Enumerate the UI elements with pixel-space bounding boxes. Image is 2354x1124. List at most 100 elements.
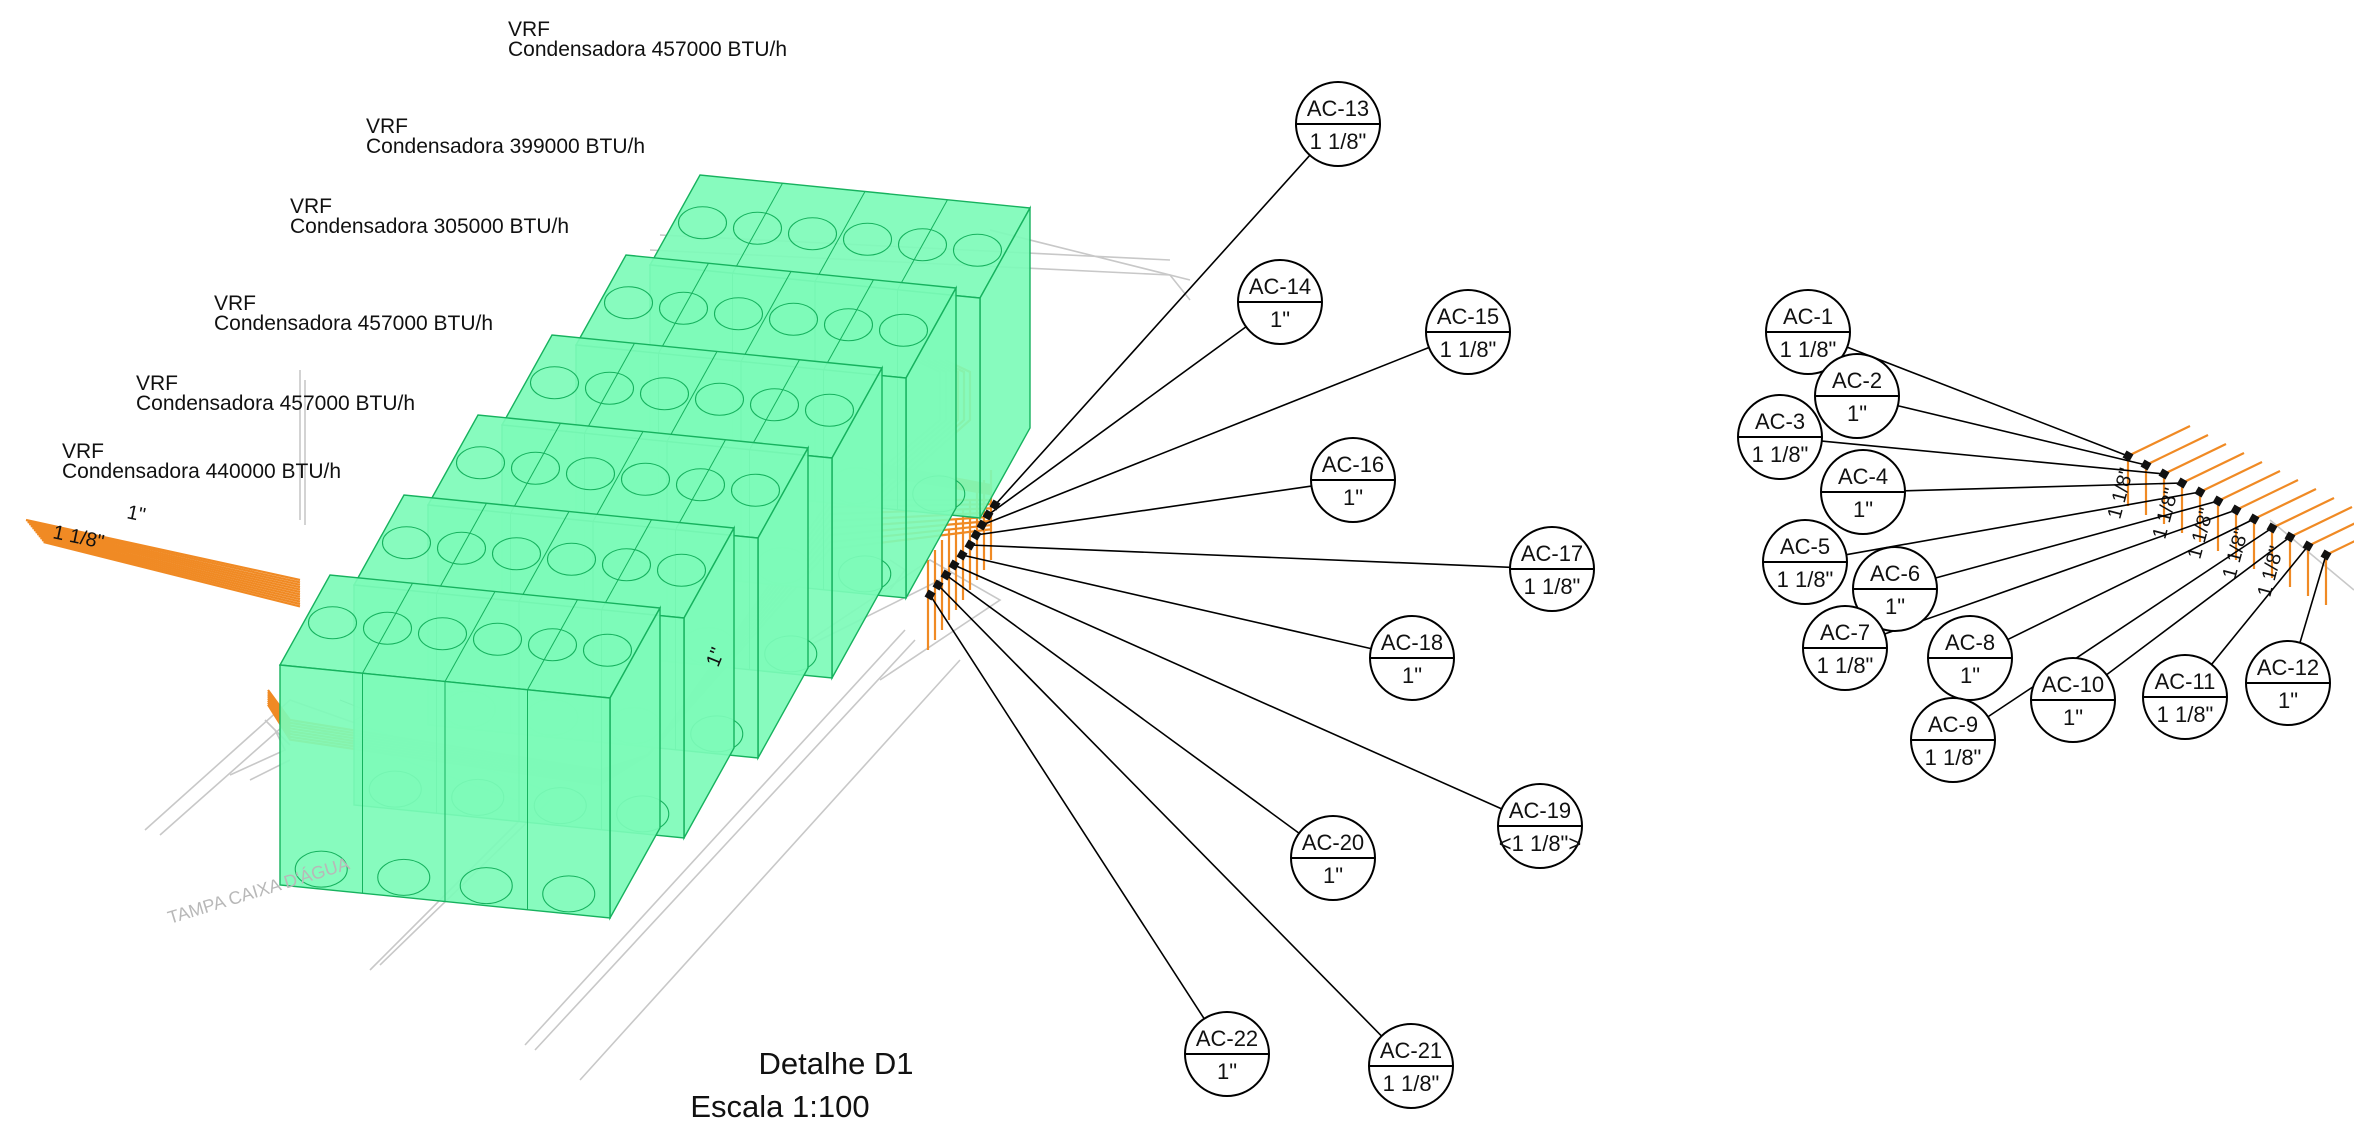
tag-id: AC-11	[2155, 669, 2216, 694]
tag-id: AC-17	[1521, 541, 1583, 566]
tag-pipe-size: 1"	[1402, 663, 1422, 688]
equipment-tag[interactable]: AC-10 1"	[2030, 657, 2116, 743]
tag-id: AC-22	[1196, 1026, 1258, 1051]
equipment-tag[interactable]: AC-71 1/8"	[1802, 605, 1888, 691]
tag-pipe-size: 1"	[1853, 497, 1873, 522]
equipment-tag[interactable]: AC-13 1 1/8"	[1295, 81, 1381, 167]
condenser-unit	[278, 574, 662, 921]
equipment-tag[interactable]: AC-121"	[2245, 640, 2331, 726]
tag-id: AC-7	[1820, 620, 1870, 645]
tag-leader-line	[1846, 346, 2129, 457]
tag-pipe-size: <1 1/8">	[1499, 831, 1581, 856]
equipment-tag[interactable]: AC-151 1/8"	[1425, 289, 1511, 375]
pipe-junction-marker	[2302, 540, 2314, 552]
tag-pipe-size: 1"	[1270, 307, 1290, 332]
tag-id: AC-20	[1302, 830, 1364, 855]
detail-scale: Escala 1:100	[690, 1089, 869, 1124]
pipe-junction-marker	[982, 509, 994, 521]
pipe-junction-marker	[2266, 522, 2278, 534]
tag-pipe-size: 1 1/8"	[1310, 129, 1367, 154]
tag-pipe-size: 1 1/8"	[1752, 442, 1809, 467]
tag-leader-line	[994, 154, 1311, 506]
tag-id: AC-14	[1249, 274, 1311, 299]
pipe-junction-marker	[956, 549, 968, 561]
equipment-tag[interactable]: AC-19 <1 1/8">	[1497, 783, 1583, 869]
pipe-junctions	[924, 450, 2332, 601]
equipment-tag[interactable]: AC-18 1"	[1369, 615, 1455, 701]
condenser-labels: VRF Condensadora 457000 BTU/h VRF Conden…	[62, 18, 787, 483]
condenser-label-capacity: Condensadora 457000 BTU/h	[136, 392, 415, 415]
equipment-tag[interactable]: AC-221"	[1184, 1011, 1270, 1097]
tag-leader-line	[1884, 509, 2237, 635]
pipe-junction-marker	[924, 589, 936, 601]
tag-pipe-size: 1"	[2063, 705, 2083, 730]
equipment-tag[interactable]: AC-14 1"	[1237, 259, 1323, 345]
tag-leader-line	[1935, 500, 2219, 579]
pipe-junction-marker	[970, 529, 982, 541]
equipment-tags: AC-131 1/8"AC-141"AC-151 1/8"AC-161"AC-1…	[1184, 81, 2331, 1109]
equipment-tag[interactable]: AC-20 1"	[1290, 815, 1376, 901]
pipe-junction-marker	[989, 499, 1001, 511]
condenser-label-capacity: Condensadora 399000 BTU/h	[366, 135, 645, 158]
tag-id: AC-21	[1380, 1038, 1442, 1063]
pipe-junction-marker	[2194, 486, 2206, 498]
condenser-label-type: VRF	[366, 115, 408, 138]
tag-pipe-size: 1 1/8"	[1780, 337, 1837, 362]
tag-leader-line	[929, 594, 1205, 1020]
tag-pipe-size: 1 1/8"	[1524, 574, 1581, 599]
equipment-tag[interactable]: AC-1 1 1/8"	[1765, 289, 1851, 375]
tag-leader-line	[1897, 404, 2147, 466]
pipe-label-inlet-a: 1"	[125, 501, 147, 526]
tag-leaders	[929, 154, 2327, 1037]
condenser-label-type: VRF	[62, 440, 104, 463]
tag-id: AC-1	[1783, 304, 1833, 329]
tag-id: AC-2	[1832, 368, 1882, 393]
equipment-tag[interactable]: AC-61"	[1852, 546, 1938, 632]
pipe-junction-marker	[940, 569, 952, 581]
pipe-label-right-1: 1 1/8"	[2104, 466, 2139, 522]
tag-id: AC-18	[1381, 630, 1443, 655]
tag-id: AC-16	[1322, 452, 1384, 477]
tag-leader-line	[1846, 491, 2201, 556]
pipe-junction-marker	[948, 559, 960, 571]
tag-pipe-size: 1"	[1343, 485, 1363, 510]
condenser-label-type: VRF	[214, 292, 256, 315]
tag-id: AC-19	[1509, 798, 1571, 823]
equipment-tag[interactable]: AC-21"	[1814, 353, 1900, 439]
pipe-junction-marker	[2158, 468, 2170, 480]
tag-leader-line	[2299, 554, 2327, 643]
equipment-tag[interactable]: AC-16 1"	[1310, 437, 1396, 523]
tag-id: AC-4	[1838, 464, 1888, 489]
pipe-junction-marker	[2230, 504, 2242, 516]
equipment-tag[interactable]: AC-81"	[1927, 615, 2013, 701]
tag-leader-line	[981, 346, 1430, 526]
equipment-tag[interactable]: AC-51 1/8"	[1762, 519, 1848, 605]
pipe-junction-marker	[964, 539, 976, 551]
equipment-tag[interactable]: AC-4 1"	[1820, 449, 1906, 535]
tag-id: AC-15	[1437, 304, 1499, 329]
tag-leader-line	[937, 584, 1383, 1037]
tag-leader-line	[975, 485, 1312, 536]
tag-pipe-size: 1"	[1323, 863, 1343, 888]
tag-leader-line	[953, 564, 1502, 810]
tag-id: AC-6	[1870, 561, 1920, 586]
tag-id: AC-13	[1307, 96, 1369, 121]
equipment-tag[interactable]: AC-21 1 1/8"	[1368, 1023, 1454, 1109]
tag-id: AC-9	[1928, 712, 1978, 737]
pipe-label-right-2: 1 1/8"	[2149, 486, 2184, 542]
equipment-tag[interactable]: AC-31 1/8"	[1737, 394, 1823, 480]
equipment-tag[interactable]: AC-17 1 1/8"	[1509, 526, 1595, 612]
tag-leader-line	[2007, 518, 2255, 641]
equipment-tag[interactable]: AC-111 1/8"	[2142, 654, 2228, 740]
pipe-junction-marker	[2320, 549, 2332, 561]
tag-id: AC-12	[2257, 655, 2319, 680]
detail-title: Detalhe D1	[758, 1046, 913, 1081]
tag-pipe-size: 1 1/8"	[1925, 745, 1982, 770]
equipment-tag[interactable]: AC-9 1 1/8"	[1910, 697, 1996, 783]
tag-pipe-size: 1 1/8"	[1383, 1071, 1440, 1096]
condenser-label-capacity: Condensadora 305000 BTU/h	[290, 215, 569, 238]
pipe-label-right-3: 1 1/8"	[2184, 506, 2219, 562]
tag-leader-line	[2210, 545, 2309, 665]
tag-id: AC-10	[2042, 672, 2104, 697]
water-tank-cover-label: TAMPA CAIXA D'ÁGUA	[165, 853, 351, 927]
